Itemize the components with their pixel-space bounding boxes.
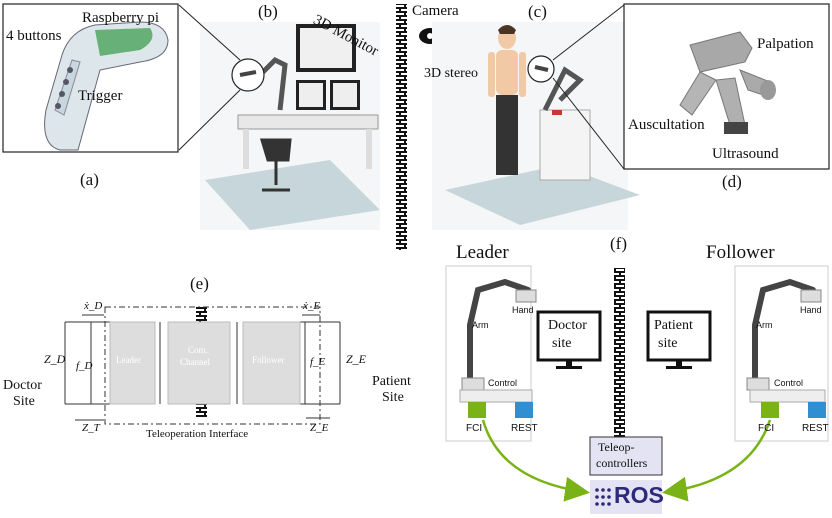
brick-wall-top (396, 4, 407, 250)
leader-title: Leader (456, 242, 509, 263)
leader-box-label: Leader (116, 355, 141, 365)
stereo-label: 3D stereo (424, 66, 479, 81)
follower-rest-label: REST (802, 423, 829, 434)
panel-label-c: (c) (528, 2, 547, 21)
patient-monitor-line1: Patient (654, 318, 693, 333)
teleop-box-line1: Teleop- (598, 440, 635, 454)
fe-label: f_E (310, 356, 326, 368)
follower-hand-label: Hand (800, 305, 822, 315)
follower-control-label: Control (774, 378, 804, 388)
probe-panel (552, 3, 830, 170)
zd-label: Z_D (44, 352, 66, 366)
follower-title: Follower (706, 242, 775, 263)
doctor-monitor-line1: Doctor (548, 318, 587, 333)
doctor-site-label-2: Site (13, 394, 35, 409)
ze-label: Z_E (346, 352, 367, 366)
ros-architecture (445, 265, 829, 514)
ros-logo-text: ROS (614, 482, 664, 508)
buttons-label: 4 buttons (6, 28, 62, 44)
panel-label-b: (b) (258, 2, 278, 21)
palpation-label: Palpation (757, 36, 814, 52)
leader-arm-label: Arm (472, 320, 489, 330)
panel-label-f: (f) (610, 234, 627, 253)
follower-box-label: Follower (252, 355, 285, 365)
panel-label-e: (e) (190, 274, 209, 293)
fd-label: f_D (76, 360, 93, 372)
doctor-monitor-line2: site (552, 336, 572, 351)
follower-fci-label: FCI (758, 423, 775, 434)
leader-fci-label: FCI (466, 423, 483, 434)
patient-site-label-1: Patient (372, 374, 411, 389)
panel-label-d: (d) (722, 172, 742, 191)
channel-label-2: Channel (180, 357, 210, 367)
ultrasound-label: Ultrasound (712, 146, 779, 162)
doctor-site-label-1: Doctor (3, 378, 42, 393)
leader-hand-label: Hand (512, 305, 534, 315)
zt-label: Z_T (82, 422, 100, 434)
doctor-station (178, 4, 380, 230)
raspberry-pi-label: Raspberry pi (82, 10, 160, 26)
ze-bottom-label: Z_E (310, 422, 329, 434)
patient-monitor-line2: site (658, 336, 678, 351)
patient-station (432, 22, 640, 230)
channel-label-1: Com. (188, 345, 208, 355)
interface-label: Teleoperation Interface (146, 428, 249, 440)
camera-label: Camera (412, 3, 459, 19)
auscultation-label: Auscultation (628, 117, 705, 133)
brick-wall-f (614, 268, 625, 438)
xe-label: ẋ_E (303, 300, 321, 312)
xd-label: ẋ_D (84, 300, 103, 312)
leader-rest-label: REST (511, 423, 538, 434)
teleop-box-line2: controllers (596, 456, 648, 470)
panel-label-a: (a) (80, 170, 99, 189)
teleop-diagram (64, 306, 341, 425)
patient-site-label-2: Site (382, 390, 404, 405)
follower-arm-label: Arm (756, 320, 773, 330)
trigger-label: Trigger (78, 88, 123, 104)
device-panel (2, 3, 179, 153)
leader-control-label: Control (488, 378, 518, 388)
